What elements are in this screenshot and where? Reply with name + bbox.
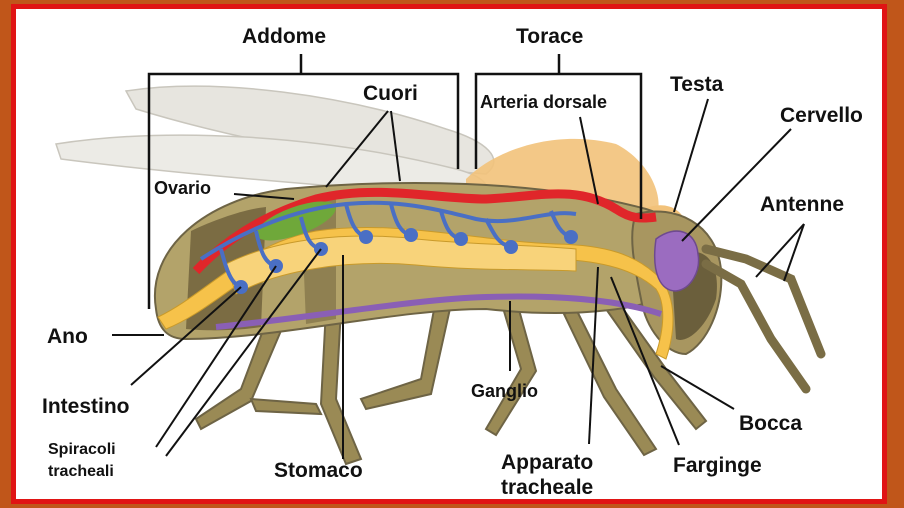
label-addome: Addome [242, 25, 326, 48]
label-ovario: Ovario [154, 179, 211, 199]
label-cervello: Cervello [780, 104, 863, 127]
label-intestino: Intestino [42, 395, 130, 418]
label-ganglio: Ganglio [471, 382, 538, 402]
label-apparato-1: Apparato [501, 451, 593, 474]
label-bocca: Bocca [739, 412, 802, 435]
label-antenne: Antenne [760, 193, 844, 216]
label-testa: Testa [670, 73, 723, 96]
diagram-frame: Addome Torace Testa Cuori Arteria dorsal… [11, 4, 887, 504]
brain [655, 231, 699, 291]
label-apparato-2: tracheale [501, 476, 593, 499]
label-torace: Torace [516, 25, 583, 48]
label-ano: Ano [47, 325, 88, 348]
label-farginge: Farginge [673, 454, 762, 477]
label-spiracoli-2: tracheali [48, 463, 114, 481]
label-stomaco: Stomaco [274, 459, 363, 482]
wings [56, 86, 494, 197]
label-cuori: Cuori [363, 82, 418, 105]
label-spiracoli-1: Spiracoli [48, 441, 116, 459]
label-arteria-dorsale: Arteria dorsale [480, 93, 607, 113]
